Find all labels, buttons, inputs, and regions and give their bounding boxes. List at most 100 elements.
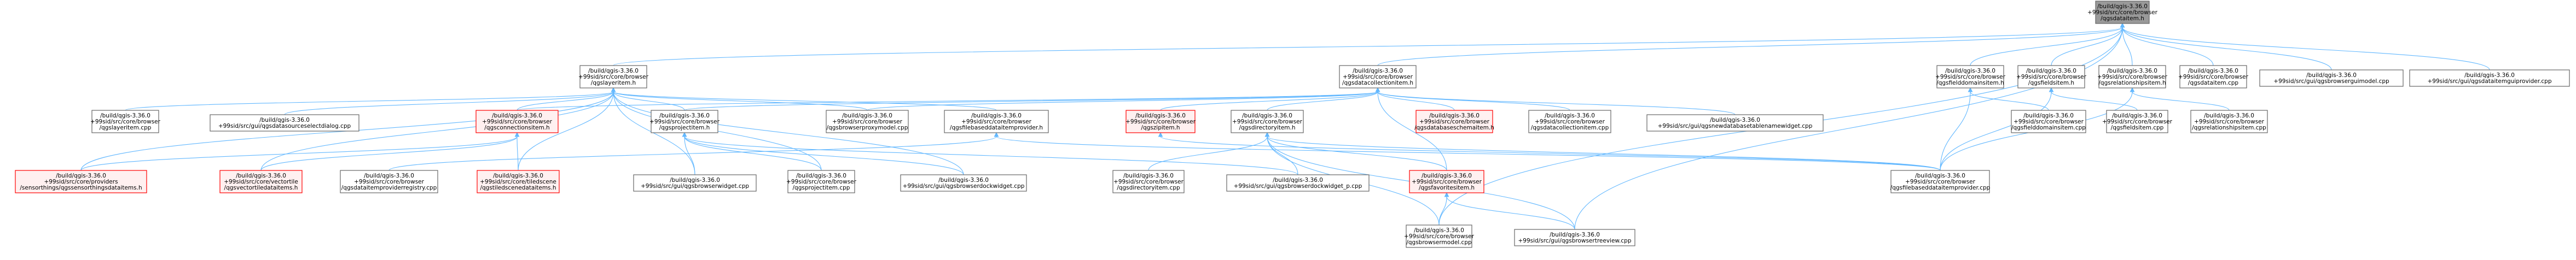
node-label-line: +99sid/src/core/browser bbox=[2102, 119, 2173, 125]
edge-arrowhead bbox=[2049, 87, 2054, 92]
node-box bbox=[340, 170, 438, 193]
graph-root-node[interactable]: /build/qgis-3.36.0+99sid/src/core/browse… bbox=[2087, 1, 2158, 24]
file-node[interactable]: /build/qgis-3.36.0+99sid/src/core/browse… bbox=[1409, 170, 1484, 193]
node-label-line: +99sid/src/gui/qgsdataitemguiprovider.cp… bbox=[2427, 78, 2551, 85]
node-box bbox=[15, 170, 147, 193]
edge-line bbox=[684, 136, 964, 175]
file-node[interactable]: /build/qgis-3.36.0+99sid/src/gui/qgsdata… bbox=[2409, 69, 2570, 87]
file-node[interactable]: /build/qgis-3.36.0+99sid/src/core/browse… bbox=[826, 110, 909, 133]
node-box bbox=[2095, 1, 2150, 24]
node-label-line: +99sid/src/core/providers bbox=[44, 179, 118, 185]
node-label-line: /build/qgis-3.36.0 bbox=[2204, 113, 2254, 119]
node-box bbox=[210, 114, 359, 132]
edge-line bbox=[867, 91, 1378, 111]
node-label-line: /build/qgis-3.36.0 bbox=[659, 113, 710, 119]
edge-line bbox=[1574, 27, 2123, 230]
node-label-line: +99sid/src/core/browser bbox=[354, 179, 425, 185]
file-node[interactable]: /build/qgis-3.36.0+99sid/src/core/browse… bbox=[475, 110, 559, 133]
file-node[interactable]: /build/qgis-3.36.0+99sid/src/core/browse… bbox=[786, 170, 857, 193]
node-label-line: +99sid/src/core/browser bbox=[90, 119, 161, 125]
file-node[interactable]: /build/qgis-3.36.0+99sid/src/core/browse… bbox=[1112, 170, 1185, 193]
node-box bbox=[1112, 170, 1185, 193]
edge-line bbox=[1377, 27, 2123, 66]
edge-line bbox=[1267, 136, 1941, 171]
node-box bbox=[2190, 110, 2268, 133]
edge-arrowhead bbox=[514, 132, 520, 137]
node-label-line: /build/qgis-3.36.0 bbox=[971, 113, 1022, 119]
file-node[interactable]: /build/qgis-3.36.0+99sid/src/core/browse… bbox=[1404, 224, 1475, 248]
dependency-edge bbox=[994, 132, 1941, 171]
file-node[interactable]: /build/qgis-3.36.0+99sid/src/core/browse… bbox=[340, 170, 438, 193]
node-label-line: /qgsfieldsitem.cpp bbox=[2111, 125, 2164, 131]
node-label-line: /qgszipitem.h bbox=[1141, 125, 1180, 131]
node-label-line: /qgsdataitem.cpp bbox=[2188, 80, 2238, 86]
edge-line bbox=[284, 91, 614, 115]
node-label-line: /qgsdatacollectionitem.h bbox=[1342, 80, 1413, 86]
file-node[interactable]: /build/qgis-3.36.0+99sid/src/gui/qgsdata… bbox=[210, 114, 359, 132]
node-label-line: +99sid/src/core/browser bbox=[1412, 179, 1482, 185]
node-box bbox=[1339, 65, 1417, 88]
node-box bbox=[477, 170, 560, 193]
file-node[interactable]: /build/qgis-3.36.0+99sid/src/core/browse… bbox=[1125, 110, 1196, 133]
node-box bbox=[1646, 114, 1824, 132]
node-box bbox=[219, 170, 303, 193]
node-label-line: /qgsrelationshipsitem.h bbox=[2098, 80, 2166, 86]
edge-arrowhead bbox=[682, 132, 687, 137]
file-node[interactable]: /build/qgis-3.36.0+99sid/src/core/browse… bbox=[649, 110, 720, 133]
node-label-line: +99sid/src/core/tiledscene bbox=[480, 179, 556, 185]
node-label-line: +99sid/src/gui/qgsbrowserguimodel.cpp bbox=[2273, 78, 2389, 85]
file-node[interactable]: /build/qgis-3.36.0+99sid/src/core/browse… bbox=[1528, 110, 1611, 133]
edge-line bbox=[1160, 91, 1378, 111]
node-label-line: /build/qgis-3.36.0 bbox=[2188, 68, 2238, 74]
file-node[interactable]: /build/qgis-3.36.0+99sid/src/gui/qgsbrow… bbox=[1514, 229, 1635, 246]
edge-line bbox=[2122, 27, 2214, 66]
dependency-edge bbox=[2120, 22, 2490, 70]
node-box bbox=[1226, 174, 1370, 192]
file-node[interactable]: /build/qgis-3.36.0+99sid/src/core/vector… bbox=[219, 170, 303, 193]
dependency-edge bbox=[1574, 22, 2125, 230]
file-node[interactable]: /build/qgis-3.36.0+99sid/src/core/browse… bbox=[2097, 65, 2168, 88]
edge-line bbox=[1377, 91, 1736, 115]
file-node[interactable]: /build/qgis-3.36.0+99sid/src/core/browse… bbox=[578, 65, 649, 88]
file-node[interactable]: /build/qgis-3.36.0+99sid/src/gui/qgsbrow… bbox=[633, 174, 757, 192]
file-node[interactable]: /build/qgis-3.36.0+99sid/src/core/browse… bbox=[1890, 170, 1991, 193]
node-label-line: +99sid/src/core/browser bbox=[1935, 74, 2006, 80]
edge-line bbox=[1377, 91, 1455, 111]
node-box bbox=[633, 174, 757, 192]
edge-arrowhead bbox=[2120, 22, 2125, 28]
edge-line bbox=[613, 27, 2123, 66]
file-node[interactable]: /build/qgis-3.36.0+99sid/src/core/browse… bbox=[2102, 110, 2173, 133]
file-node[interactable]: /build/qgis-3.36.0+99sid/src/core/tileds… bbox=[477, 170, 560, 193]
file-node[interactable]: /build/qgis-3.36.0+99sid/src/core/browse… bbox=[2011, 110, 2086, 133]
file-node[interactable]: /build/qgis-3.36.0+99sid/src/core/browse… bbox=[90, 110, 161, 133]
edge-arrowhead bbox=[1375, 87, 1380, 92]
file-node[interactable]: /build/qgis-3.36.0+99sid/src/gui/qgsbrow… bbox=[1226, 174, 1370, 192]
file-node[interactable]: /build/qgis-3.36.0+99sid/src/core/browse… bbox=[1414, 110, 1494, 133]
file-node[interactable]: /build/qgis-3.36.0+99sid/src/core/browse… bbox=[2190, 110, 2268, 133]
edge-line bbox=[613, 91, 997, 111]
node-label-line: /qgsdatabaseschemaitem.h bbox=[1414, 125, 1494, 131]
edge-line bbox=[684, 91, 1378, 111]
file-node[interactable]: /build/qgis-3.36.0+99sid/src/core/browse… bbox=[1339, 65, 1417, 88]
file-node[interactable]: /build/qgis-3.36.0+99sid/src/core/browse… bbox=[1231, 110, 1304, 133]
node-label-line: /build/qgis-3.36.0 bbox=[1242, 113, 1292, 119]
edge-line bbox=[517, 136, 519, 171]
file-node[interactable]: /build/qgis-3.36.0+99sid/src/gui/qgsbrow… bbox=[2259, 69, 2404, 87]
dependency-edge bbox=[682, 132, 964, 175]
node-box bbox=[2409, 69, 2570, 87]
file-node[interactable]: /build/qgis-3.36.0+99sid/src/core/browse… bbox=[944, 110, 1049, 133]
node-box bbox=[2017, 65, 2085, 88]
file-node[interactable]: /build/qgis-3.36.0+99sid/src/core/browse… bbox=[2178, 65, 2249, 88]
file-node[interactable]: /build/qgis-3.36.0+99sid/src/core/browse… bbox=[2016, 65, 2087, 88]
edge-line bbox=[613, 91, 695, 175]
file-node[interactable]: /build/qgis-3.36.0+99sid/src/core/browse… bbox=[1935, 65, 2006, 88]
node-label-line: +99sid/src/core/browser bbox=[1125, 119, 1196, 125]
node-box bbox=[1514, 229, 1635, 246]
node-label-line: +99sid/src/core/browser bbox=[2016, 74, 2087, 80]
file-node[interactable]: /build/qgis-3.36.0+99sid/src/core/provid… bbox=[15, 170, 147, 193]
node-label-line: /build/qgis-3.36.0 bbox=[2026, 68, 2076, 74]
file-node[interactable]: /build/qgis-3.36.0+99sid/src/gui/qgsbrow… bbox=[900, 174, 1027, 192]
edge-line bbox=[1438, 196, 1447, 226]
file-node[interactable]: /build/qgis-3.36.0+99sid/src/gui/qgsnewd… bbox=[1646, 114, 1824, 132]
dependency-edge bbox=[2120, 22, 2214, 66]
